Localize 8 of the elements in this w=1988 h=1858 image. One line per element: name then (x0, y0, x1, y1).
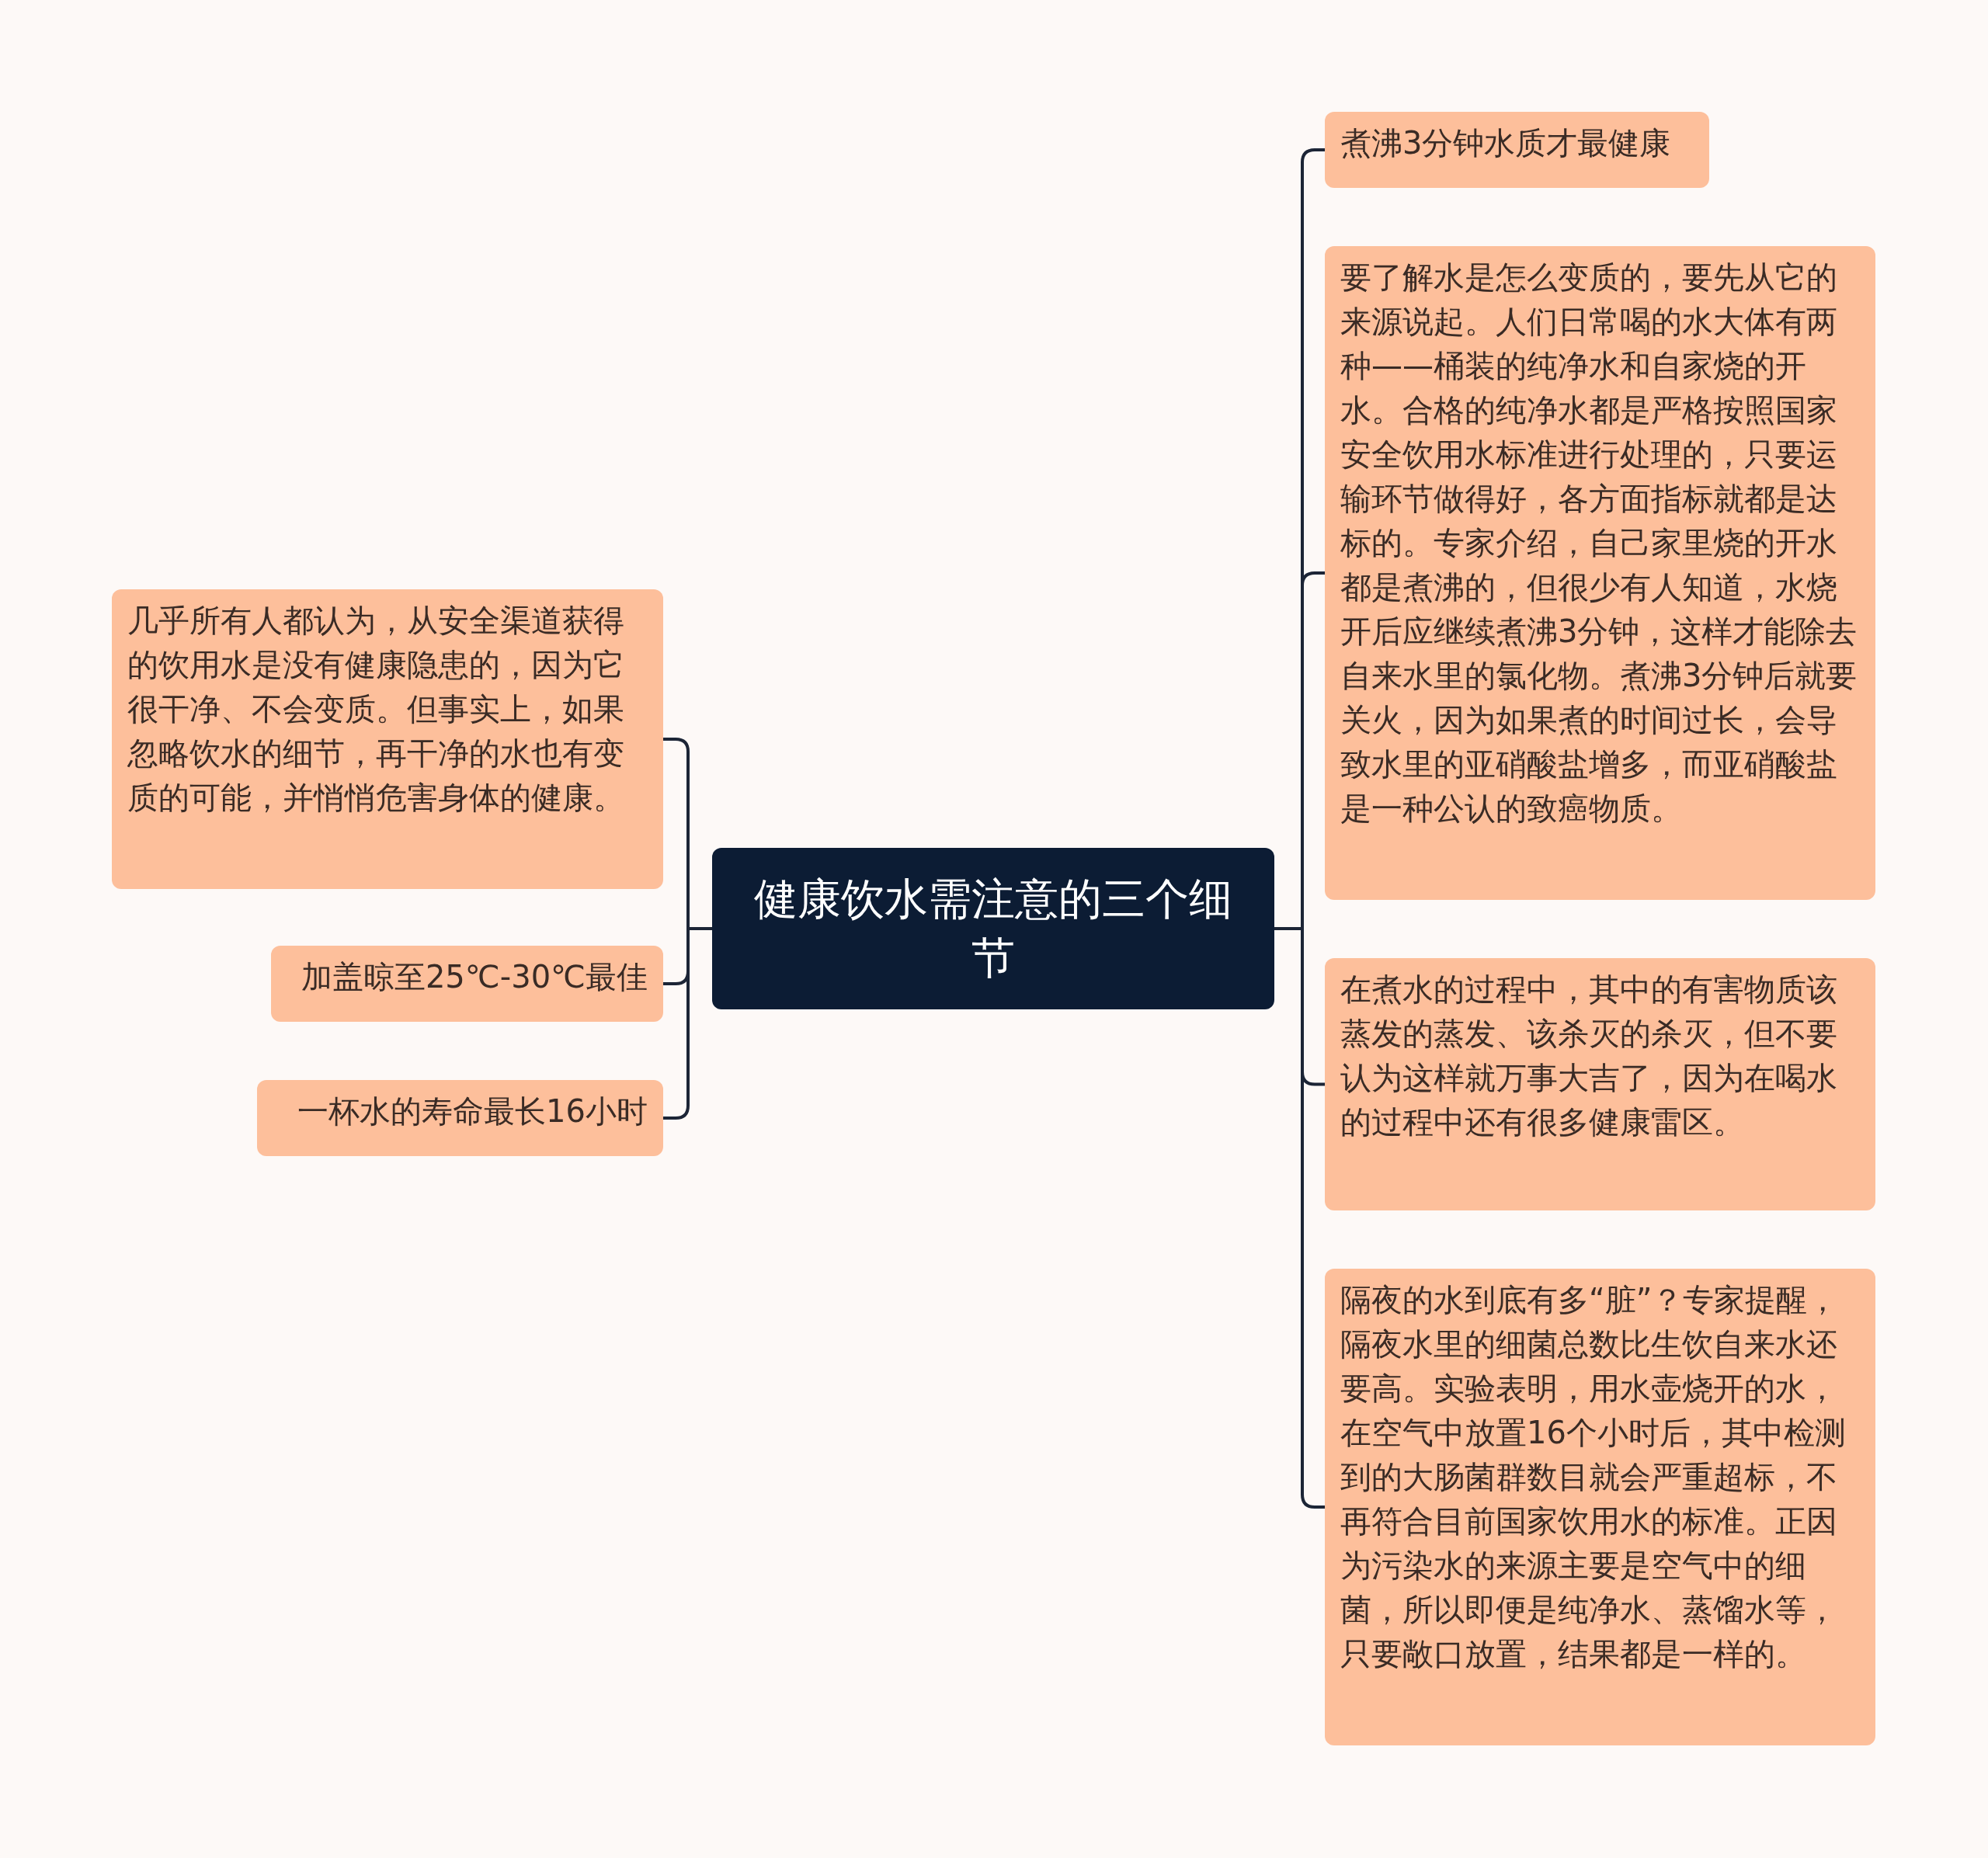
central-topic-box: 健康饮水需注意的三个细节 (712, 848, 1274, 1009)
topic-box: 加盖晾至25℃-30℃最佳 (271, 946, 663, 1022)
topic-box: 煮沸3分钟水质才最健康 (1325, 112, 1709, 188)
topic-box: 在煮水的过程中，其中的有害物质该蒸发的蒸发、该杀灭的杀灭，但不要认为这样就万事大吉了，因为在喝水的过程中还有很多健康雷区。 (1325, 958, 1875, 1210)
topic-box: 一杯水的寿命最长16小时 (257, 1080, 663, 1156)
topic-box: 隔夜的水到底有多“脏”？专家提醒，隔夜水里的细菌总数比生饮自来水还要高。实验表明，用水壶烧开的水，在空气中放置16个小时后，其中检测到的大肠菌群数目就会严重超标，不再符合目前国家饮用水的标准。正因为污染水的来源主要是空气中的细菌，所以即便是纯净水、蒸馏水等，只要敞口放置，结果都是一样的。 (1325, 1269, 1875, 1745)
topic-box: 要了解水是怎么变质的，要先从它的来源说起。人们日常喝的水大体有两种——桶装的纯净水和自家烧的开水。合格的纯净水都是严格按照国家安全饮用水标准进行处理的，只要运输环节做得好，各方面指标就都是达标的。专家介绍，自己家里烧的开水都是煮沸的，但很少有人知道，水烧开后应继续煮沸3分钟，这样才能除去自来水里的氯化物。煮沸3分钟后就要关火，因为如果煮的时间过长，会导致水里的亚硝酸盐增多，而亚硝酸盐是一种公认的致癌物质。 (1325, 246, 1875, 900)
topic-box: 几乎所有人都认为，从安全渠道获得的饮用水是没有健康隐患的，因为它很干净、不会变质。但事实上，如果忽略饮水的细节，再干净的水也有变质的可能，并悄悄危害身体的健康。 (112, 589, 663, 889)
